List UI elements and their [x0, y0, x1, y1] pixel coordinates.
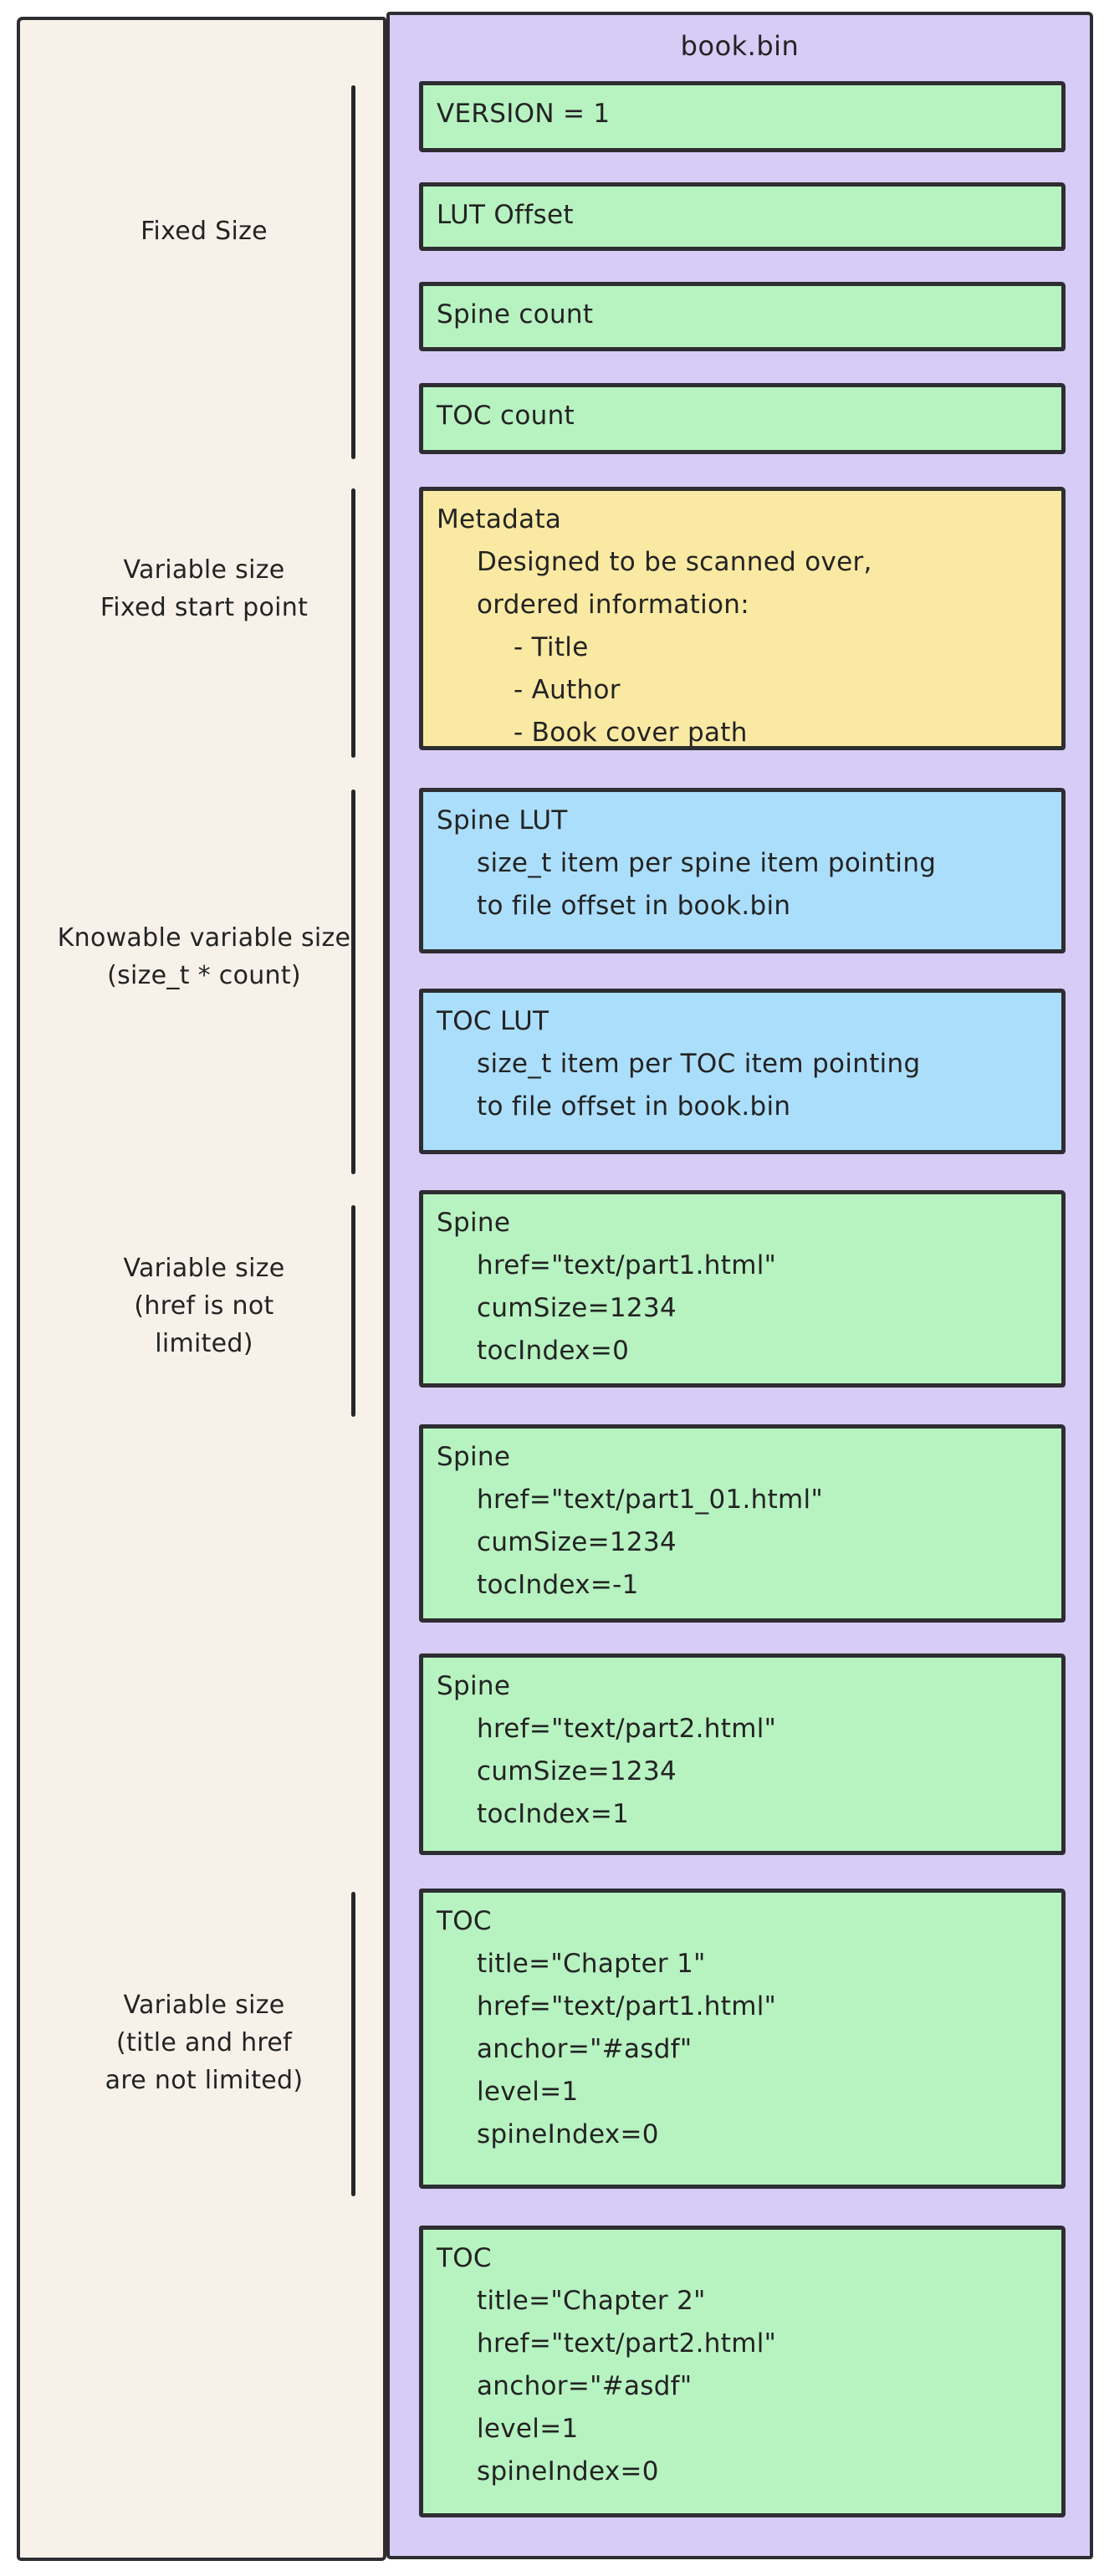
container-title: book.bin	[680, 30, 800, 62]
box-line: href="text/part1.html"	[477, 1250, 777, 1280]
box-line: LUT Offset	[437, 200, 574, 230]
box-line: size_t item per spine item pointing	[477, 848, 937, 878]
size-bracket-variable-size-fixed-start	[351, 488, 355, 758]
size-bracket-variable-size-href	[351, 1205, 355, 1417]
box-line: spineIndex=0	[477, 2456, 659, 2487]
struct-box-spine-1: Spine href="text/part1.html" cumSize=1234 t…	[419, 1190, 1066, 1388]
box-line: title="Chapter 2"	[477, 2286, 706, 2316]
box-line: to file offset in book.bin	[477, 891, 791, 921]
box-line: Spine LUT	[437, 805, 568, 836]
box-line: TOC	[437, 1906, 492, 1936]
size-bracket-fixed-size	[351, 85, 355, 459]
box-line: - Author	[514, 675, 621, 705]
size-label-line: Variable size	[123, 1991, 285, 2020]
box-line: cumSize=1234	[477, 1293, 677, 1323]
size-label-knowable-variable-size: Knowable variable size (size_t * count)	[45, 919, 363, 994]
box-line: TOC count	[437, 401, 575, 431]
box-line: Spine	[437, 1208, 511, 1238]
struct-box-spine-lut: Spine LUT size_t item per spine item poin…	[419, 788, 1066, 953]
size-label-line: Fixed Size	[141, 217, 268, 246]
size-label-line: are not limited)	[105, 2066, 304, 2095]
box-line: Metadata	[437, 504, 562, 534]
box-line: anchor="#asdf"	[477, 2371, 693, 2401]
box-line: spineIndex=0	[477, 2119, 659, 2149]
box-line: tocIndex=-1	[477, 1570, 639, 1600]
box-line: anchor="#asdf"	[477, 2034, 693, 2064]
box-line: tocIndex=1	[477, 1799, 630, 1829]
size-label-line: Knowable variable size	[57, 923, 351, 953]
size-label-line: (title and href	[115, 2028, 293, 2057]
box-line: - Book cover path	[514, 718, 748, 748]
size-label-line: Fixed start point	[100, 593, 309, 622]
struct-box-lut-offset: LUT Offset	[419, 182, 1066, 251]
struct-box-version: VERSION = 1	[419, 81, 1066, 152]
box-line: TOC LUT	[437, 1006, 549, 1036]
size-bracket-variable-size-title-href	[351, 1892, 355, 2196]
struct-box-spine-3: Spine href="text/part2.html" cumSize=1234 t…	[419, 1653, 1066, 1855]
box-line: tocIndex=0	[477, 1336, 630, 1366]
box-line: cumSize=1234	[477, 1527, 677, 1557]
struct-box-toc-count: TOC count	[419, 383, 1066, 454]
size-label-line: (size_t * count)	[107, 961, 301, 990]
struct-box-toc-lut: TOC LUT size_t item per TOC item pointing…	[419, 989, 1066, 1154]
box-line: Spine count	[437, 299, 594, 330]
box-line: href="text/part2.html"	[477, 1714, 777, 1744]
box-line: level=1	[477, 2414, 579, 2444]
box-line: VERSION = 1	[437, 99, 611, 129]
size-label-fixed-size: Fixed Size	[45, 212, 363, 250]
struct-box-toc-1: TOC title="Chapter 1" href="text/part1.htm…	[419, 1889, 1066, 2189]
struct-box-spine-count: Spine count	[419, 282, 1066, 351]
box-line: Designed to be scanned over,	[477, 547, 872, 577]
box-line: Spine	[437, 1442, 511, 1472]
size-label-variable-size-title-href: Variable size (title and href are not limi…	[45, 1986, 363, 2099]
box-line: cumSize=1234	[477, 1756, 677, 1786]
box-line: size_t item per TOC item pointing	[477, 1049, 921, 1079]
box-line: Spine	[437, 1671, 511, 1701]
box-line: level=1	[477, 2077, 579, 2107]
box-line: href="text/part1_01.html"	[477, 1485, 824, 1515]
box-line: href="text/part1.html"	[477, 1991, 777, 2021]
box-line: href="text/part2.html"	[477, 2328, 777, 2359]
box-line: - Title	[514, 632, 589, 662]
box-line: to file offset in book.bin	[477, 1091, 791, 1122]
struct-box-spine-2: Spine href="text/part1_01.html" cumSize=12…	[419, 1424, 1066, 1623]
box-line: title="Chapter 1"	[477, 1949, 706, 1979]
size-label-line: Variable size	[123, 555, 285, 585]
box-line: TOC	[437, 2243, 492, 2273]
size-label-line: (href is not	[134, 1291, 274, 1321]
box-line: ordered information:	[477, 590, 749, 620]
size-label-variable-size-href: Variable size (href is not limited)	[45, 1250, 363, 1362]
size-label-line: limited)	[155, 1329, 253, 1358]
size-bracket-knowable-variable-size	[351, 790, 355, 1174]
size-label-line: Variable size	[123, 1254, 285, 1283]
struct-box-toc-2: TOC title="Chapter 2" href="text/part2.htm…	[419, 2226, 1066, 2517]
